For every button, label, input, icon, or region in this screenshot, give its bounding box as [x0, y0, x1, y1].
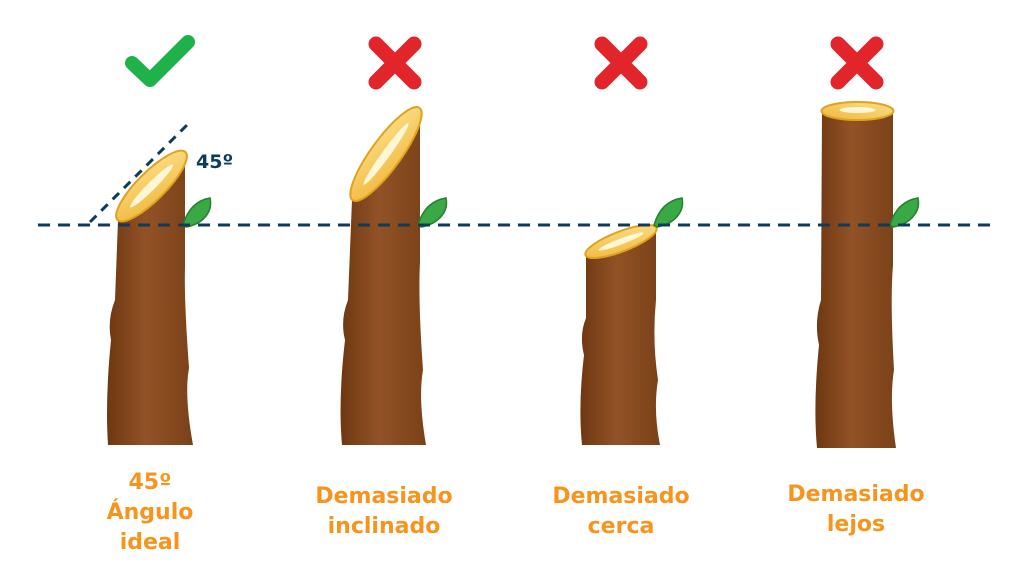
caption-line: Demasiado: [552, 484, 690, 509]
cross-icon: [830, 36, 884, 90]
caption-line: cerca: [587, 514, 655, 539]
branch-lejos: [815, 101, 920, 448]
caption-ideal: 45º Ángulo ideal: [50, 468, 250, 558]
panel-ideal: [88, 35, 212, 445]
caption-line: 45º: [128, 470, 172, 495]
panel-lejos: [815, 36, 920, 448]
panel-cerca: [580, 36, 684, 445]
bud-icon: [182, 197, 212, 228]
bud-icon: [889, 197, 920, 228]
check-icon: [125, 35, 195, 87]
panel-inclinado: [340, 36, 448, 445]
branch-cerca: [580, 197, 684, 445]
branch-inclinado: [340, 106, 448, 445]
caption-line: ideal: [119, 530, 181, 555]
caption-line: Ángulo: [106, 500, 194, 525]
caption-inclinado: Demasiado inclinado: [284, 482, 484, 542]
caption-cerca: Demasiado cerca: [521, 482, 721, 542]
angle-label: 45º: [196, 151, 234, 173]
cross-icon: [594, 36, 648, 90]
caption-line: Demasiado: [315, 484, 453, 509]
angle-guide: [88, 122, 190, 224]
bud-icon: [653, 197, 684, 228]
bud-icon: [417, 197, 448, 228]
branch-ideal: [107, 149, 212, 445]
cross-icon: [368, 36, 422, 90]
caption-line: inclinado: [327, 514, 441, 539]
caption-line: Demasiado: [787, 482, 925, 507]
caption-lejos: Demasiado lejos: [756, 480, 956, 540]
caption-line: lejos: [826, 512, 886, 537]
